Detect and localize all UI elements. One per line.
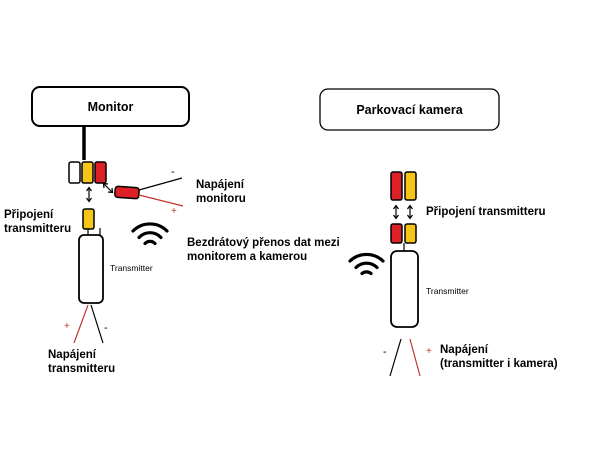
transmitter-left-label: Transmitter bbox=[110, 263, 153, 273]
transmitter-left bbox=[78, 234, 104, 304]
monitor-label: Monitor bbox=[87, 99, 134, 114]
wifi-icon bbox=[348, 252, 385, 276]
connect-arrow-diagonal bbox=[102, 182, 114, 194]
camera-box bbox=[319, 88, 500, 131]
pripojeni-transmitteru-left-label: Připojení transmitteru bbox=[4, 209, 72, 235]
minus-sign: - bbox=[383, 346, 387, 358]
connector-yellow bbox=[81, 161, 94, 184]
wifi-icon bbox=[131, 222, 169, 246]
wire-plus-left bbox=[73, 304, 89, 344]
napajeni-transmitteru-label: Napájení transmitteru bbox=[48, 349, 116, 375]
connect-arrow-left bbox=[86, 186, 92, 203]
napajeni-right-label: Napájení (transmitter i kamera) bbox=[440, 344, 558, 370]
monitor-power-connector bbox=[114, 177, 184, 207]
transmitter-connector-red bbox=[390, 223, 403, 244]
camera-connector-yellow bbox=[404, 171, 417, 201]
wireless-label: Bezdrátový přenos dat mezi monitorem a k… bbox=[187, 237, 340, 263]
transmitter-connector-yellow-right bbox=[404, 223, 417, 244]
monitor-box bbox=[31, 86, 190, 127]
wire-plus-right bbox=[409, 338, 421, 377]
wire-minus-right bbox=[389, 338, 402, 377]
wire-minus-left bbox=[90, 304, 104, 344]
transmitter-connector-yellow bbox=[82, 208, 95, 230]
minus-sign: - bbox=[104, 322, 108, 334]
connect-arrows-right bbox=[393, 204, 413, 220]
plus-sign: + bbox=[171, 206, 177, 217]
plus-sign: + bbox=[64, 321, 70, 332]
connector-white bbox=[68, 161, 81, 184]
napajeni-monitoru-label: Napájení monitoru bbox=[196, 179, 246, 205]
connector-red bbox=[94, 161, 107, 184]
minus-sign: - bbox=[171, 166, 175, 178]
transmitter-right bbox=[390, 250, 419, 328]
pripojeni-transmitteru-right-label: Připojení transmitteru bbox=[426, 206, 546, 218]
camera-label: Parkovací kamera bbox=[356, 102, 463, 117]
transmitter-right-label: Transmitter bbox=[426, 286, 469, 296]
plus-sign: + bbox=[426, 346, 432, 357]
camera-connector-red bbox=[390, 171, 403, 201]
